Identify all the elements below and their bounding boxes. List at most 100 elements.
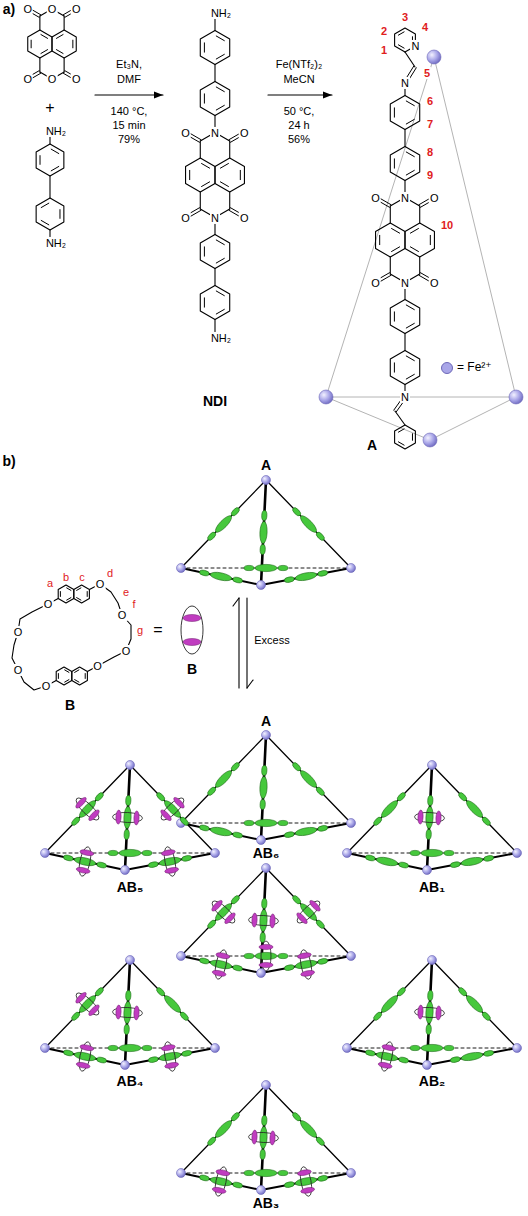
ring-double-bond [394,363,395,372]
ring-double-bond [406,305,414,310]
fe-sphere [121,1061,130,1070]
ligand-unit [291,506,302,517]
ring-double-bond [406,323,414,328]
ligand-unit [372,1011,383,1022]
atom-label: O [180,211,191,223]
arrow-head [154,92,163,99]
callout-number: 1 [380,44,388,56]
ring-double-bond [189,170,190,179]
dnp-unit [76,1061,91,1069]
aromatic-ring [186,158,215,192]
ligand-unit [410,850,420,855]
ligand-unit [284,576,295,583]
ligand-unit [244,820,254,825]
ligand-unit [232,1181,243,1188]
ligand-unit [259,521,267,543]
dnp-unit [134,1006,140,1020]
ring-double-bond [31,40,32,48]
atom-label: O [121,645,132,657]
ligand-unit [206,1136,217,1147]
ligand-unit [483,855,494,862]
ring-double-bond [77,588,81,590]
ligand-unit [232,831,243,838]
ligand-unit [209,571,232,583]
ring-double-bond [202,163,210,168]
fe-sphere [509,390,523,404]
aromatic-ring [56,667,72,685]
ligand-unit [230,1111,241,1122]
dnp-unit [215,1169,230,1177]
panel-label: b) [2,454,15,469]
ligand-unit [317,825,328,832]
bond-line [200,192,201,209]
ligand-unit [315,786,326,797]
ligand-unit [291,1111,302,1122]
aromatic-ring [28,30,52,58]
polyether-chain [12,599,58,691]
compound-label: AB₃ [253,1196,280,1211]
ligand-unit [315,1136,326,1147]
compound-label: AB₂ [419,1074,445,1089]
macrocycle-loop [158,795,187,823]
fe-sphere [262,1081,271,1090]
compound-label: B [187,662,197,677]
ring-double-bond [398,45,404,48]
aromatic-ring [376,223,405,257]
cage-edge [326,57,434,397]
atom-label: O [47,73,58,85]
dnp-unit [79,1044,94,1052]
atom-label: N [400,391,410,403]
dnp-unit [116,810,122,824]
atom-label: NH₂ [45,237,67,249]
fe-sphere [121,866,130,875]
ligand-unit [199,957,210,964]
aromatic-ring [390,300,419,334]
ligand-unit [375,1051,398,1063]
aromatic-ring [72,667,88,685]
aromatic-ring [36,198,64,230]
fe-sphere [211,1044,220,1053]
callout-letter: c [78,571,86,583]
cage-edge [430,397,516,440]
ligand-unit [213,514,233,535]
ligand-unit [298,514,318,535]
ligand-unit [125,795,131,805]
bond-line [404,334,405,351]
atom-label: O [429,276,440,288]
dnp-unit [183,615,201,622]
equilibrium-arrow [247,680,253,688]
ring-double-bond [406,152,414,157]
fe-sphere [41,849,50,858]
dnp-unit [210,899,223,913]
ligand-unit [162,994,182,1015]
dnp-unit [378,1061,393,1069]
cage-edge [266,868,351,956]
ligand-unit [125,990,131,1000]
ligand-unit [464,799,484,820]
bond-line [390,257,391,274]
ligand-unit [379,799,399,820]
ligand-unit [213,769,233,790]
dnp-unit [436,1006,442,1020]
ligand-unit [63,1049,74,1056]
dnp-unit [215,952,230,960]
ligand-unit [261,1115,267,1125]
ligand-unit [260,1149,266,1159]
ligand-unit [181,855,192,862]
cage-edge [266,735,351,823]
aromatic-ring [52,30,76,58]
ligand-unit [284,964,295,971]
atom-label: O [23,3,34,15]
macrocycle-loop [181,606,203,654]
compound-label: A [367,438,377,453]
dnp-unit [74,796,87,810]
atom-label: O [370,191,381,203]
ligand-unit [142,850,152,855]
callout-letter: e [122,586,130,598]
cage-edge [432,960,517,1048]
ligand-unit [278,953,288,958]
ligand-unit [159,1051,182,1062]
fe-sphere [177,1169,186,1178]
fe-sphere [343,1044,352,1053]
ring-double-bond [406,374,414,379]
